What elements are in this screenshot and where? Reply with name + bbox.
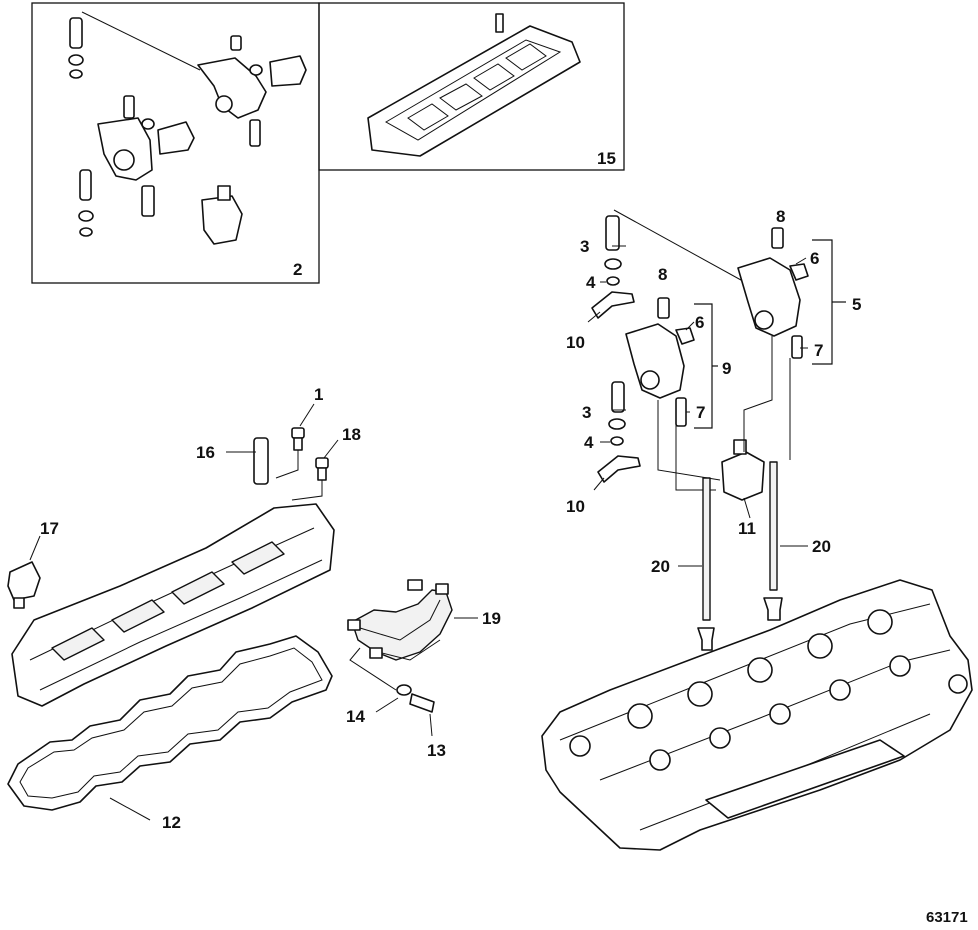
sensor-17 bbox=[7, 561, 41, 609]
valve-cover-group: 16 1 18 17 bbox=[7, 385, 361, 707]
callout-3-lower: 3 bbox=[582, 403, 591, 422]
inset-box-2: 2 bbox=[31, 2, 320, 284]
rocker-lever-upper bbox=[591, 291, 635, 319]
pushrod-right bbox=[769, 461, 778, 591]
harness-19: 19 bbox=[347, 579, 501, 661]
bolt-13 bbox=[409, 693, 435, 713]
washer-14 bbox=[396, 684, 412, 696]
cylinder-head bbox=[541, 579, 973, 851]
callout-8-right: 8 bbox=[776, 207, 785, 226]
pushrod-tube-upper bbox=[605, 215, 620, 251]
callout-3-upper: 3 bbox=[580, 237, 589, 256]
callout-10-upper: 10 bbox=[566, 333, 585, 352]
head-ports bbox=[569, 609, 968, 771]
oring-upper bbox=[606, 276, 620, 286]
callout-5: 5 bbox=[852, 295, 861, 314]
figure-number: 63171 bbox=[926, 909, 968, 926]
pedestal-bracket bbox=[201, 185, 243, 245]
callout-20-right: 20 bbox=[812, 537, 831, 556]
washer-lower bbox=[608, 418, 626, 430]
rocker-arm-middle bbox=[625, 297, 695, 427]
rocker-arm-lower bbox=[78, 95, 195, 237]
callout-1: 1 bbox=[314, 385, 323, 404]
callout-14: 14 bbox=[346, 707, 365, 726]
pushrod-left bbox=[702, 477, 711, 621]
callout-16: 16 bbox=[196, 443, 215, 462]
bolt-13-group: 14 13 bbox=[346, 647, 446, 760]
callout-6-middle: 6 bbox=[695, 313, 704, 332]
inset-box-15: 15 bbox=[318, 2, 625, 171]
gasket-12: 12 bbox=[7, 635, 333, 832]
bolt-1 bbox=[291, 427, 305, 451]
valve-cover bbox=[11, 503, 335, 707]
callout-12: 12 bbox=[162, 813, 181, 832]
rocker-assembly-group: 8 8 3 4 10 6 5 7 6 9 7 3 4 10 11 bbox=[566, 207, 861, 538]
callout-10-lower: 10 bbox=[566, 497, 585, 516]
rocker-lever-lower bbox=[597, 455, 641, 483]
callout-20-left: 20 bbox=[651, 557, 670, 576]
callout-9: 9 bbox=[722, 359, 731, 378]
oring-lower bbox=[610, 436, 624, 446]
callout-19: 19 bbox=[482, 609, 501, 628]
callout-4-upper: 4 bbox=[586, 273, 596, 292]
rocker-pedestal bbox=[721, 439, 765, 501]
callout-15: 15 bbox=[597, 149, 616, 168]
callout-7-right: 7 bbox=[814, 341, 823, 360]
callout-2: 2 bbox=[293, 260, 302, 279]
callout-11: 11 bbox=[738, 519, 756, 538]
valve-cover-gasket-small bbox=[367, 13, 581, 157]
callout-8-middle: 8 bbox=[658, 265, 667, 284]
callout-18: 18 bbox=[342, 425, 361, 444]
callout-17: 17 bbox=[40, 519, 59, 538]
callout-7-middle: 7 bbox=[696, 403, 705, 422]
callout-13: 13 bbox=[427, 741, 446, 760]
bolt-18 bbox=[315, 457, 329, 481]
rocker-arm-upper bbox=[197, 35, 307, 147]
pushrod-tube-lower bbox=[611, 381, 625, 413]
callout-4-lower: 4 bbox=[584, 433, 594, 452]
tube-part bbox=[68, 17, 84, 79]
lifter-left bbox=[697, 627, 715, 651]
lifter-right bbox=[763, 597, 783, 621]
callout-6-right: 6 bbox=[810, 249, 819, 268]
breather-tube bbox=[253, 437, 269, 485]
pushrods-group: 20 20 bbox=[651, 461, 831, 651]
rocker-arm-right bbox=[737, 227, 809, 359]
washer-upper bbox=[604, 258, 622, 270]
